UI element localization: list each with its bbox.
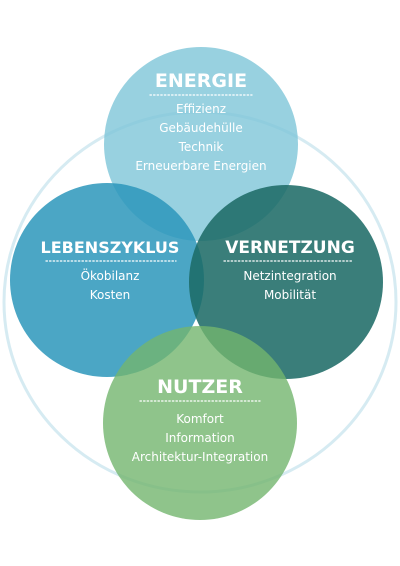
- vernetzung-title: VERNETZUNG: [225, 238, 355, 258]
- vernetzung-label: VERNETZUNG Netzintegration Mobilität: [223, 238, 355, 302]
- lebenszyklus-label: LEBENSZYKLUS Ökobilanz Kosten: [41, 238, 180, 302]
- lebenszyklus-item: Kosten: [90, 288, 131, 302]
- vernetzung-circle[interactable]: [189, 185, 383, 379]
- nutzer-title: NUTZER: [157, 376, 243, 398]
- nutzer-circle[interactable]: [103, 326, 297, 520]
- energie-label: ENERGIE Effizienz Gebäudehülle Technik E…: [135, 70, 266, 173]
- energie-title: ENERGIE: [155, 70, 247, 92]
- lebenszyklus-item: Ökobilanz: [81, 267, 140, 283]
- energie-item: Technik: [178, 140, 224, 154]
- energie-item: Erneuerbare Energien: [135, 159, 266, 173]
- energie-item: Effizienz: [176, 102, 226, 116]
- nutzer-item: Information: [165, 431, 234, 445]
- lebenszyklus-title: LEBENSZYKLUS: [41, 238, 180, 257]
- nutzer-item: Komfort: [176, 412, 224, 426]
- vernetzung-item: Mobilität: [264, 288, 316, 302]
- nutzer-item: Architektur-Integration: [132, 450, 268, 464]
- energie-item: Gebäudehülle: [159, 121, 243, 135]
- vernetzung-item: Netzintegration: [243, 269, 336, 283]
- nutzer-label: NUTZER Komfort Information Architektur-I…: [132, 376, 268, 464]
- lebenszyklus-circle[interactable]: [10, 183, 204, 377]
